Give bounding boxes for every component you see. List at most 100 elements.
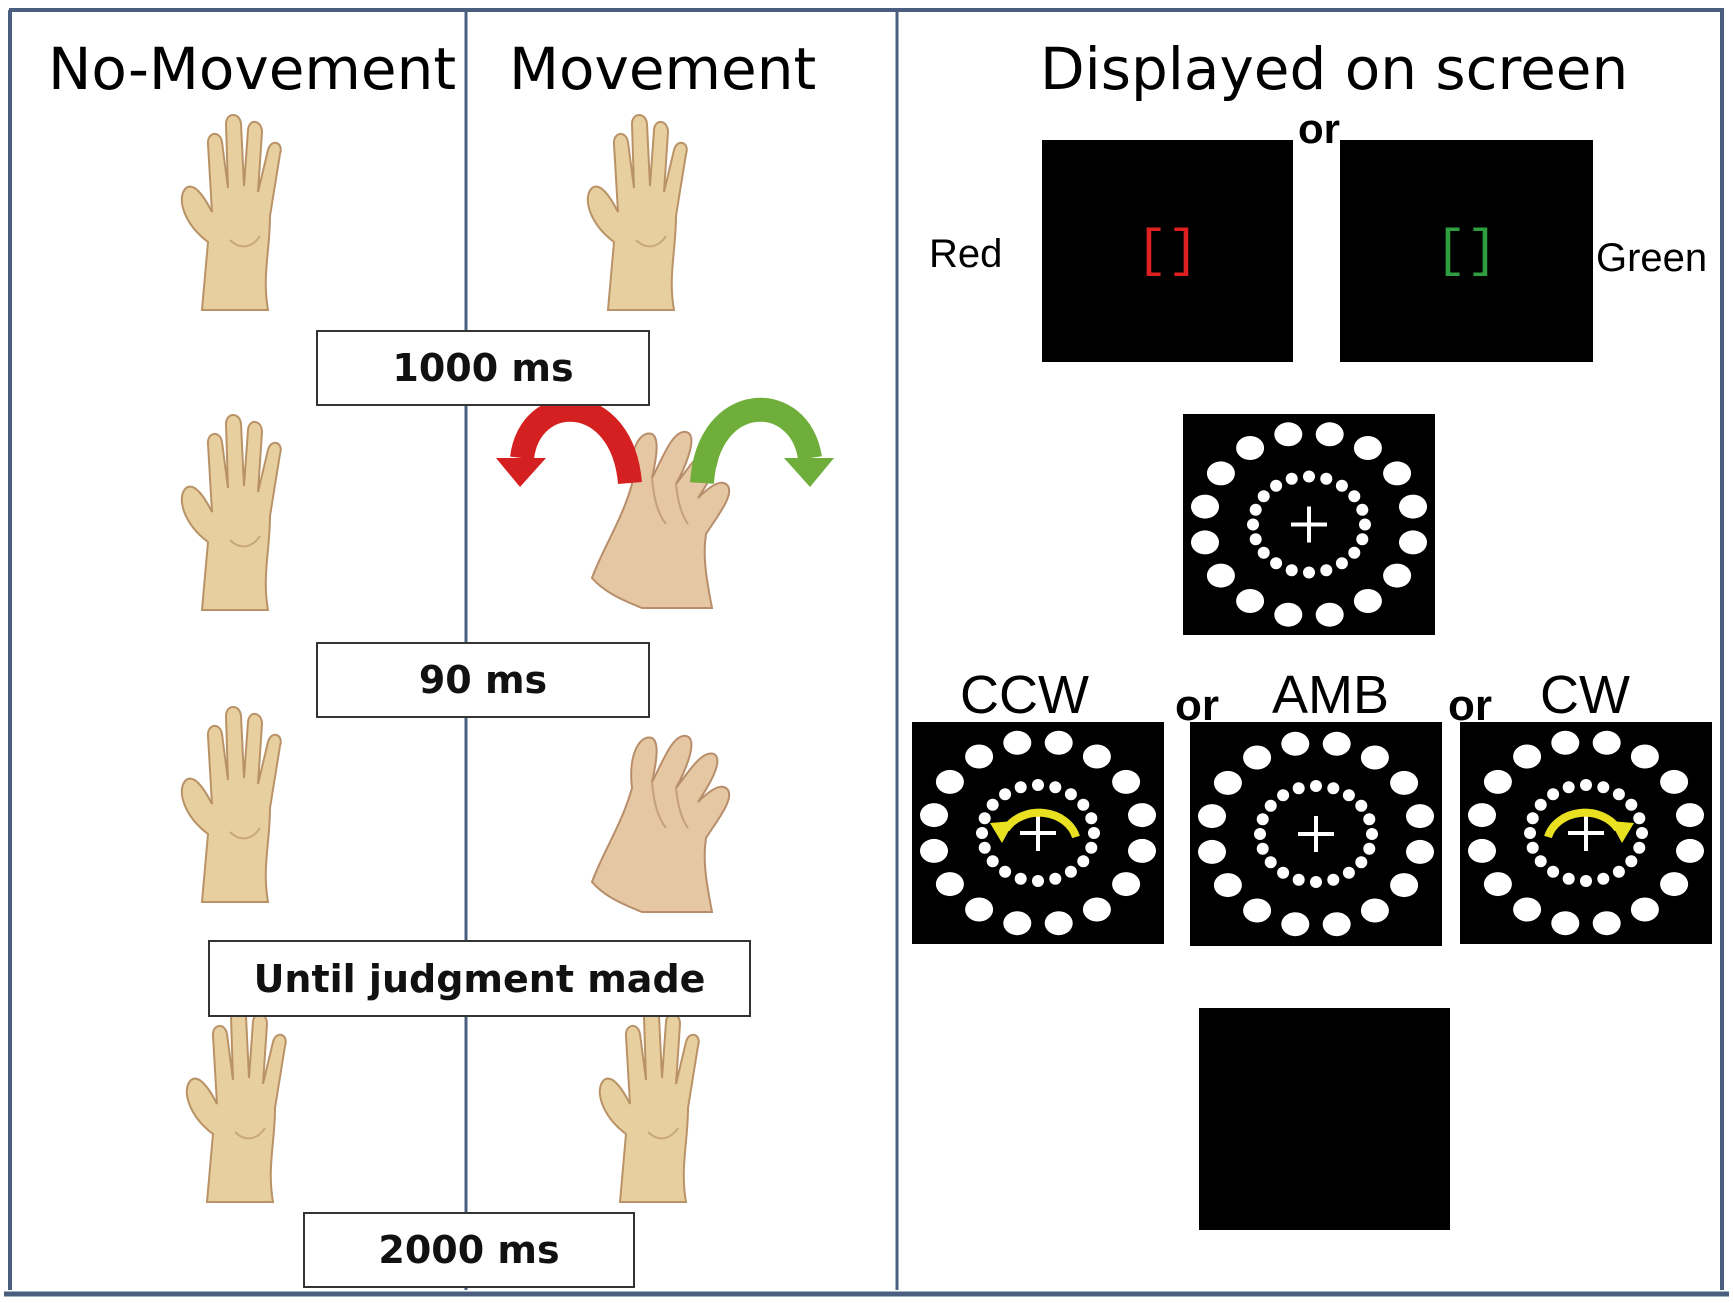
inner-dot [1310, 876, 1322, 888]
outer-dot [1112, 769, 1141, 794]
outer-dot [1112, 872, 1141, 897]
inner-dot [1256, 842, 1269, 855]
outer-dot [1468, 838, 1496, 863]
outer-dot [1353, 436, 1382, 460]
outer-dot [1315, 422, 1344, 447]
outer-dot [1406, 839, 1434, 864]
inner-dot [1292, 782, 1305, 795]
cue-or-label: or [1298, 105, 1340, 152]
inner-dot [1335, 557, 1348, 570]
inner-dot [1633, 841, 1646, 854]
timing-box-3: Until judgment made [208, 940, 751, 1017]
outer-dot [1360, 745, 1389, 770]
inner-dot [1547, 788, 1560, 801]
inner-dot [1580, 779, 1592, 791]
outer-dot [1676, 838, 1704, 863]
outer-dot [1281, 912, 1310, 937]
blank-screen [1199, 1008, 1450, 1230]
inner-dot [1254, 828, 1266, 840]
outer-dot [1483, 872, 1512, 897]
outer-dot [1003, 730, 1032, 755]
outer-dot [1082, 744, 1111, 769]
inner-dot [1356, 503, 1369, 516]
inner-dot [1335, 479, 1348, 492]
inner-dot [1032, 875, 1044, 887]
inner-dot [1355, 856, 1368, 869]
outer-dot [1592, 911, 1621, 936]
inner-dot [986, 798, 999, 811]
cue-screen-red: [] [1042, 140, 1293, 362]
inner-dot [1363, 842, 1376, 855]
outer-dot [1044, 730, 1073, 755]
inner-dot [978, 812, 991, 825]
inner-dot [1320, 564, 1333, 577]
inner-dot [1285, 472, 1298, 485]
outer-dot [1322, 912, 1351, 937]
inner-dot [1064, 865, 1077, 878]
outer-dot [1213, 770, 1242, 795]
outer-dot [1236, 589, 1265, 613]
outer-dot [1243, 898, 1272, 923]
stimulus-or-label-1: or [1175, 681, 1219, 730]
outer-dot [1206, 461, 1235, 486]
inner-dot [1320, 472, 1333, 485]
inner-dot [1348, 546, 1361, 559]
outer-dot [1044, 911, 1073, 936]
outer-dot [1592, 730, 1621, 755]
inner-dot [1277, 789, 1290, 802]
inner-dot [1633, 812, 1646, 825]
cue-screen-green: [] [1340, 140, 1593, 362]
outer-dot [1390, 873, 1419, 898]
cue-red-label: Red [929, 232, 1003, 276]
inner-dot [1077, 855, 1090, 868]
amb-label: AMB [1272, 665, 1390, 725]
inner-dot [1064, 788, 1077, 801]
outer-dot [935, 769, 964, 794]
inner-dot [1625, 798, 1638, 811]
timing-box-1: 1000 ms [316, 330, 650, 406]
outer-dot [1353, 589, 1382, 613]
inner-dot [1359, 518, 1371, 531]
inner-dot [1257, 490, 1270, 503]
inner-dot [1526, 841, 1539, 854]
cw-rotation-arrow-icon [1544, 808, 1634, 843]
inner-dot [1547, 865, 1560, 878]
inner-dot [1524, 827, 1536, 839]
inner-dot [1363, 813, 1376, 826]
inner-dot [1014, 781, 1027, 794]
outer-dot [1513, 744, 1542, 769]
outer-dot [1483, 769, 1512, 794]
dot-screen-fixation [1183, 414, 1435, 635]
outer-dot [1322, 731, 1351, 756]
timing-box-4: 2000 ms [303, 1212, 635, 1288]
inner-dot [1270, 557, 1283, 570]
stimulus-or-label-2: or [1448, 681, 1492, 730]
outer-dot [1660, 872, 1689, 897]
outer-dot [935, 872, 964, 897]
inner-dot [1612, 865, 1625, 878]
header-no-movement: No-Movement [48, 35, 457, 103]
curved-arrow-right-icon [690, 397, 834, 487]
inner-dot [1597, 872, 1610, 885]
inner-dot [1049, 781, 1062, 794]
inner-dot [1257, 546, 1270, 559]
inner-dot [1562, 781, 1575, 794]
inner-dot [1597, 781, 1610, 794]
dot-screen-amb [1190, 722, 1442, 946]
inner-dot [986, 855, 999, 868]
green-bracket-symbol: [] [1435, 222, 1498, 281]
inner-dot [1249, 503, 1262, 516]
inner-dot [1049, 872, 1062, 885]
outer-dot [920, 838, 948, 863]
inner-dot [978, 841, 991, 854]
inner-dot [1249, 533, 1262, 546]
inner-dot [1256, 813, 1269, 826]
curved-arrow-left-icon [496, 397, 642, 487]
inner-dot [1085, 812, 1098, 825]
red-bracket-symbol: [] [1136, 222, 1199, 281]
inner-dot [1270, 479, 1283, 492]
inner-dot [1292, 873, 1305, 886]
outer-dot [1213, 873, 1242, 898]
